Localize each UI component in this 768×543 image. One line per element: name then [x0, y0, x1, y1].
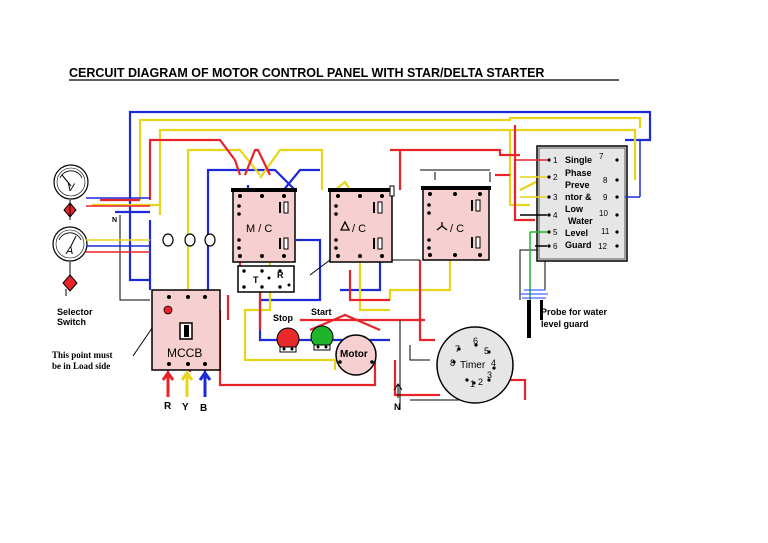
star-contactor-label: / C	[450, 223, 464, 235]
spp-text-line5: Low	[565, 204, 584, 214]
voltmeter-fuse	[63, 200, 77, 220]
phase-label-r: R	[164, 401, 172, 412]
spp-terminal-12: 12	[598, 242, 607, 251]
current-transformers	[162, 233, 216, 247]
spp-text-line6: Water	[568, 216, 593, 226]
overload-relay	[237, 265, 295, 293]
phase-label-y: Y	[182, 402, 189, 413]
ammeter-label: A	[65, 245, 73, 257]
spp-terminal-6: 6	[553, 242, 558, 251]
spp-wiring	[515, 140, 641, 300]
single-phase-preventer	[536, 145, 628, 262]
delta-contactor	[328, 185, 395, 263]
spp-terminal-7: 7	[599, 152, 604, 161]
selector-switch-label-line2: Switch	[57, 317, 86, 327]
neutral-label-bottom: N	[394, 402, 401, 412]
phase-label-b: B	[200, 403, 207, 414]
star-contactor	[421, 186, 491, 261]
load-side-note-line2: be in Load side	[52, 361, 110, 371]
wiring-blue	[115, 110, 652, 372]
timer-pin-5: 5	[484, 346, 489, 356]
phase-input-arrows	[161, 370, 212, 397]
spp-terminal-10: 10	[599, 209, 608, 218]
timer-pin-3: 3	[487, 370, 492, 380]
spp-terminal-3: 3	[553, 193, 558, 202]
start-button-label: Start	[311, 307, 332, 317]
diagram-title: CERCUIT DIAGRAM OF MOTOR CONTROL PANEL W…	[69, 66, 544, 80]
overload-relay-label-right: R	[277, 270, 284, 280]
timer-label: Timer	[460, 360, 486, 371]
delta-symbol-icon	[339, 220, 351, 231]
stop-button	[276, 327, 300, 353]
motor	[335, 334, 377, 376]
star-symbol-icon	[436, 222, 448, 231]
wiring-red	[100, 125, 535, 400]
load-side-note-line1: This point must	[52, 350, 113, 360]
main-contactor	[231, 188, 297, 263]
timer-pin-8: 8	[450, 358, 455, 368]
spp-terminal-9: 9	[603, 193, 608, 202]
delta-contactor-label: / C	[352, 223, 366, 235]
stop-button-label: Stop	[273, 313, 293, 323]
timer	[436, 326, 514, 404]
spp-terminal-5: 5	[553, 228, 558, 237]
timer-pin-1: 1	[470, 379, 475, 389]
wiring-yellow	[92, 116, 642, 370]
neutral-arrow	[393, 383, 403, 398]
main-contactor-label: M / C	[246, 223, 272, 235]
spp-text-line1: Single	[565, 155, 592, 165]
start-button	[310, 325, 334, 351]
spp-terminal-2: 2	[553, 173, 558, 182]
selector-switch-label-line1: Selector	[57, 307, 93, 317]
voltmeter: V	[53, 164, 89, 200]
spp-text-line4: ntor &	[565, 192, 592, 202]
selector-switch	[62, 262, 78, 296]
spp-terminal-1: 1	[553, 156, 558, 165]
load-side-point	[163, 305, 173, 315]
spp-terminal-4: 4	[553, 211, 558, 220]
timer-pin-6: 6	[473, 336, 478, 346]
ammeter-wiring	[86, 197, 150, 253]
spp-text-line3: Preve	[565, 180, 590, 190]
timer-pin-7: 7	[455, 344, 460, 354]
spp-terminal-8: 8	[603, 176, 608, 185]
spp-text-line8: Guard	[565, 240, 592, 250]
voltmeter-label: V	[67, 182, 76, 194]
probe-label-line2: level guard	[541, 319, 589, 329]
ammeter: A	[52, 226, 88, 262]
mccb-label: MCCB	[167, 346, 202, 360]
overload-relay-label-left: T	[253, 275, 259, 285]
timer-pin-4: 4	[491, 358, 496, 368]
timer-pin-2: 2	[478, 377, 483, 387]
water-probe	[520, 289, 548, 338]
spp-text-line2: Phase	[565, 168, 592, 178]
spp-text-line7: Level	[565, 228, 588, 238]
neutral-label-top: N	[112, 217, 117, 224]
mccb	[151, 289, 221, 371]
motor-label: Motor	[340, 349, 368, 360]
probe-label-line1: Probe for water	[541, 307, 608, 317]
spp-terminal-11: 11	[601, 227, 610, 236]
